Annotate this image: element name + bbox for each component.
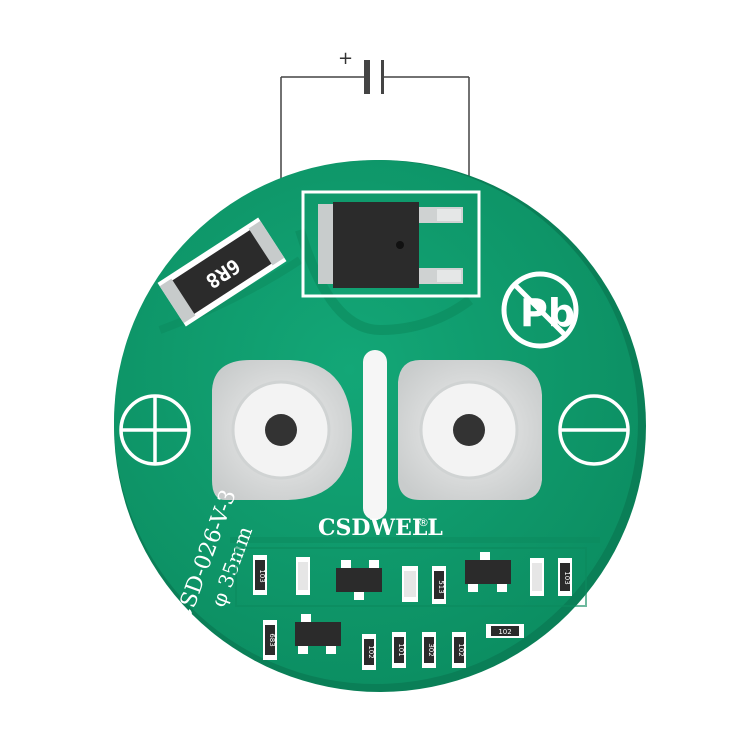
- smd-resistor-8: 102: [362, 634, 376, 670]
- svg-text:103: 103: [563, 571, 571, 584]
- capacitor-plate-positive: [364, 60, 370, 94]
- shunt-resistor: 6R8: [157, 217, 287, 327]
- svg-text:683: 683: [268, 633, 276, 646]
- svg-text:102: 102: [498, 628, 511, 636]
- svg-text:102: 102: [457, 643, 465, 656]
- smd-resistor-1: 103: [253, 555, 267, 595]
- svg-text:513: 513: [437, 580, 445, 593]
- lead-free-icon: Pb: [501, 271, 579, 349]
- pcb-board: Pb 6R8 CSDWELL ® CSD-026-V-3 φ 35mm: [114, 160, 646, 692]
- negative-symbol-icon: [558, 394, 630, 466]
- smd-area: 103 513: [235, 547, 587, 670]
- svg-text:Pb: Pb: [520, 291, 575, 335]
- svg-text:102: 102: [367, 645, 375, 658]
- smd-resistor-5: [530, 558, 544, 596]
- positive-symbol-icon: [119, 394, 191, 466]
- smd-resistor-3: [402, 566, 418, 602]
- positive-pad: [212, 360, 352, 500]
- smd-resistor-11: 102: [452, 632, 466, 668]
- svg-text:101: 101: [397, 643, 405, 656]
- capacitor-plate-negative: [381, 60, 384, 94]
- registered-mark: ®: [418, 516, 429, 529]
- smd-transistor-1: [336, 560, 382, 600]
- smd-transistor-2: [465, 552, 511, 592]
- smd-resistor-2: [296, 557, 310, 595]
- smd-transistor-3: [295, 614, 341, 654]
- smd-resistor-10: 302: [422, 632, 436, 668]
- smd-resistor-9: 101: [392, 632, 406, 668]
- svg-text:302: 302: [427, 643, 435, 656]
- smd-resistor-12: 102: [486, 624, 524, 638]
- svg-text:103: 103: [258, 569, 266, 582]
- polarity-label: +: [338, 48, 353, 69]
- smd-resistor-6: 103: [558, 558, 572, 596]
- negative-pad: [398, 360, 542, 500]
- center-slot: [363, 350, 387, 520]
- brand-label: CSDWELL: [318, 515, 443, 541]
- mosfet-component: [301, 190, 481, 298]
- smd-resistor-7: 683: [263, 620, 277, 660]
- smd-resistor-4: 513: [432, 566, 446, 604]
